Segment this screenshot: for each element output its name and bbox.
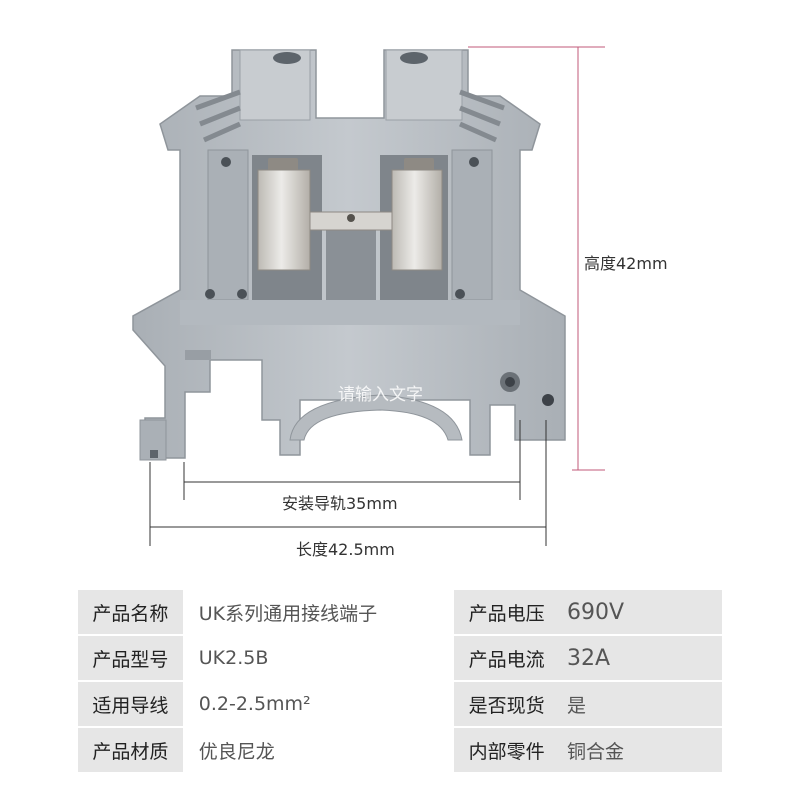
spec-value: 690V (559, 590, 722, 636)
length-dimension-lines (149, 420, 547, 546)
rail-label: 安装导轨35mm (282, 494, 398, 513)
spec-label: 产品名称 (78, 590, 184, 636)
spec-value: UK2.5B (182, 635, 455, 682)
spec-row: 产品名称 UK系列通用接线端子 产品电压 690V (78, 590, 722, 636)
spec-value: 优良尼龙 (182, 727, 455, 774)
spec-table: 产品名称 UK系列通用接线端子 产品电压 690V 产品型号 UK2.5B 产品… (78, 590, 722, 774)
spec-label: 产品型号 (78, 635, 184, 682)
spec-label: 产品电压 (453, 590, 560, 636)
spec-row: 产品型号 UK2.5B 产品电流 32A (78, 635, 722, 682)
spec-value: 32A (559, 635, 722, 682)
spec-value: 0.2-2.5mm² (182, 681, 455, 728)
spec-row: 产品材质 优良尼龙 内部零件 铜合金 (78, 727, 722, 774)
height-dimension-lines (468, 46, 605, 471)
spec-label: 是否现货 (453, 681, 560, 728)
spec-label: 产品电流 (453, 635, 560, 682)
length-label: 长度42.5mm (296, 540, 395, 559)
metal-clamps (257, 158, 443, 271)
spec-label: 适用导线 (78, 681, 184, 728)
height-label: 高度42mm (584, 254, 668, 273)
rail-dimension-lines (183, 420, 521, 500)
watermark-text: 请输入文字 (338, 385, 423, 405)
spec-label: 产品材质 (78, 727, 184, 774)
product-illustration: 请输入文字 高度42mm 安装导轨35mm 长度42.5mm (132, 46, 668, 559)
spec-value: UK系列通用接线端子 (182, 590, 455, 636)
spec-row: 适用导线 0.2-2.5mm² 是否现货 是 (78, 681, 722, 728)
spec-value: 铜合金 (559, 727, 722, 774)
spec-label: 内部零件 (453, 727, 560, 774)
spec-value: 是 (559, 681, 722, 728)
terminal-block-image: 请输入文字 (132, 46, 605, 546)
